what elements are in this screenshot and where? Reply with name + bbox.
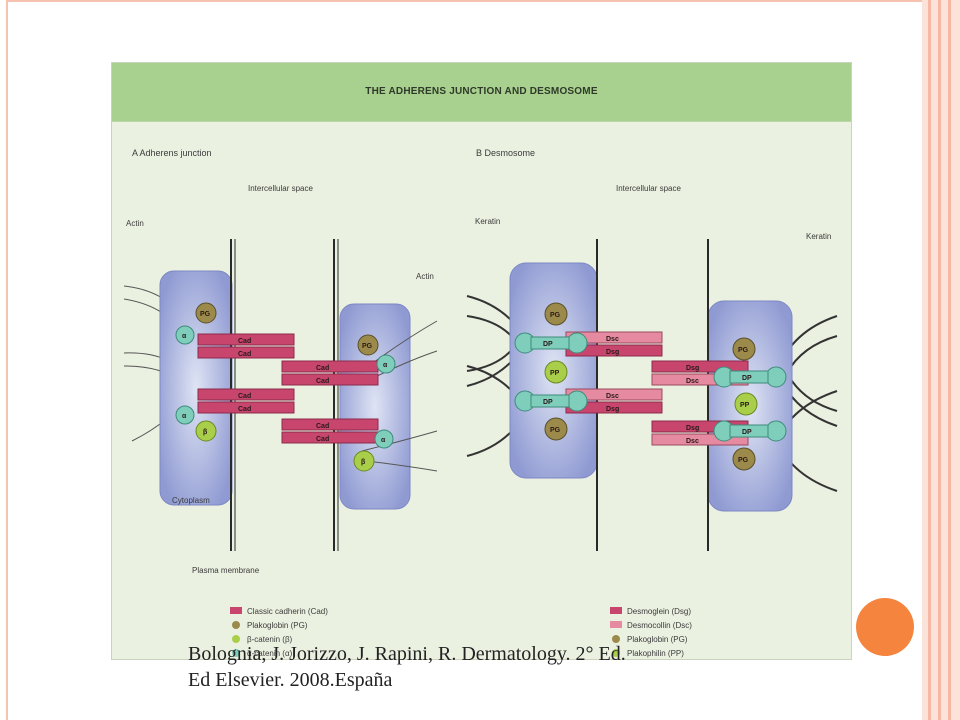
- svg-text:α-catenin (α): α-catenin (α): [247, 649, 293, 658]
- decorative-right-band: [922, 0, 960, 720]
- junction-diagram: A Adherens junction Intercellular space …: [123, 148, 838, 658]
- svg-text:DP: DP: [543, 399, 553, 406]
- svg-text:α: α: [182, 333, 187, 340]
- citation: Bolognia, J. Jorizzo, J. Rapini, R. Derm…: [188, 641, 828, 693]
- panel-a-intercellular-label: Intercellular space: [248, 184, 313, 193]
- junction-figure: THE ADHERENS JUNCTION AND DESMOSOME A Ad…: [111, 62, 852, 660]
- svg-text:Classic cadherin (Cad): Classic cadherin (Cad): [247, 607, 328, 616]
- svg-text:Cad: Cad: [316, 436, 329, 443]
- svg-text:Plakoglobin (PG): Plakoglobin (PG): [247, 621, 308, 630]
- svg-text:Desmocollin (Dsc): Desmocollin (Dsc): [627, 621, 692, 630]
- svg-text:Cad: Cad: [316, 365, 329, 372]
- keratin-right-label: Keratin: [806, 232, 831, 241]
- legend-b: Desmoglein (Dsg) Desmocollin (Dsc) Plako…: [610, 607, 692, 658]
- svg-text:DP: DP: [742, 429, 752, 436]
- desmosomal-cadherins: [565, 331, 749, 446]
- figure-header: THE ADHERENS JUNCTION AND DESMOSOME: [112, 63, 851, 122]
- svg-text:Plakophilin (PP): Plakophilin (PP): [627, 649, 684, 658]
- svg-text:PG: PG: [550, 427, 561, 434]
- catenins-a-left: PG α α β: [175, 302, 217, 442]
- citation-line-2: Ed Elsevier. 2008.España: [188, 669, 393, 691]
- svg-text:DP: DP: [543, 341, 553, 348]
- svg-text:β-catenin (β): β-catenin (β): [247, 635, 293, 644]
- plasma-membrane-label: Plasma membrane: [192, 566, 260, 575]
- desmosome-plaque-left: PG DP PP DP PG: [514, 302, 588, 441]
- slide-border-top: [6, 0, 924, 2]
- svg-text:Dsc: Dsc: [606, 336, 619, 343]
- cytoplasm-label: Cytoplasm: [172, 496, 210, 505]
- svg-text:Cad: Cad: [238, 406, 251, 413]
- legend-a: Classic cadherin (Cad) Plakoglobin (PG) …: [230, 607, 328, 658]
- catenins-a-right: PG α α β: [353, 334, 396, 472]
- panel-a-label: A Adherens junction: [132, 148, 212, 158]
- svg-text:Plakoglobin (PG): Plakoglobin (PG): [627, 635, 688, 644]
- slide-border-left: [6, 0, 8, 720]
- svg-text:α: α: [383, 362, 388, 369]
- cadherin-labels-a: Cad Cad Cad Cad Cad Cad Cad Cad: [238, 338, 329, 443]
- svg-text:DP: DP: [742, 375, 752, 382]
- svg-text:Cad: Cad: [316, 423, 329, 430]
- desmosome-plaque-right: PG DP PP DP PG: [713, 337, 787, 471]
- svg-text:PP: PP: [740, 402, 750, 409]
- panel-b-intercellular-label: Intercellular space: [616, 184, 681, 193]
- svg-text:β: β: [361, 459, 366, 466]
- svg-text:PG: PG: [362, 343, 373, 350]
- svg-text:PG: PG: [738, 347, 749, 354]
- svg-text:PP: PP: [550, 370, 560, 377]
- svg-text:α: α: [182, 413, 187, 420]
- svg-text:Dsg: Dsg: [606, 406, 619, 413]
- svg-text:PG: PG: [738, 457, 749, 464]
- adherens-right-cell: [339, 303, 411, 510]
- orange-circle-decoration: [856, 598, 914, 656]
- svg-text:Dsc: Dsc: [686, 438, 699, 445]
- svg-text:Cad: Cad: [316, 378, 329, 385]
- svg-text:β: β: [203, 429, 208, 436]
- figure-title: THE ADHERENS JUNCTION AND DESMOSOME: [365, 86, 598, 97]
- svg-text:α: α: [381, 437, 386, 444]
- svg-text:PG: PG: [200, 311, 211, 318]
- svg-text:Dsc: Dsc: [686, 378, 699, 385]
- actin-left-label: Actin: [126, 219, 144, 228]
- svg-text:Cad: Cad: [238, 338, 251, 345]
- svg-text:Cad: Cad: [238, 393, 251, 400]
- keratin-left-label: Keratin: [475, 217, 500, 226]
- actin-right-label: Actin: [416, 272, 434, 281]
- cadherin-bars-a: [197, 333, 379, 444]
- svg-text:Dsg: Dsg: [606, 349, 619, 356]
- citation-line-1: Bolognia, J. Jorizzo, J. Rapini, R. Derm…: [188, 643, 626, 665]
- svg-text:PG: PG: [550, 312, 561, 319]
- desmosomal-cadherin-labels: Dsc Dsg Dsg Dsc Dsc Dsg Dsg Dsc: [606, 336, 699, 445]
- svg-text:Cad: Cad: [238, 351, 251, 358]
- panel-b-label: B Desmosome: [476, 148, 535, 158]
- svg-text:Dsg: Dsg: [686, 425, 699, 432]
- svg-text:Dsg: Dsg: [686, 365, 699, 372]
- svg-text:Desmoglein (Dsg): Desmoglein (Dsg): [627, 607, 691, 616]
- svg-text:Dsc: Dsc: [606, 393, 619, 400]
- adherens-left-cell: [159, 270, 233, 506]
